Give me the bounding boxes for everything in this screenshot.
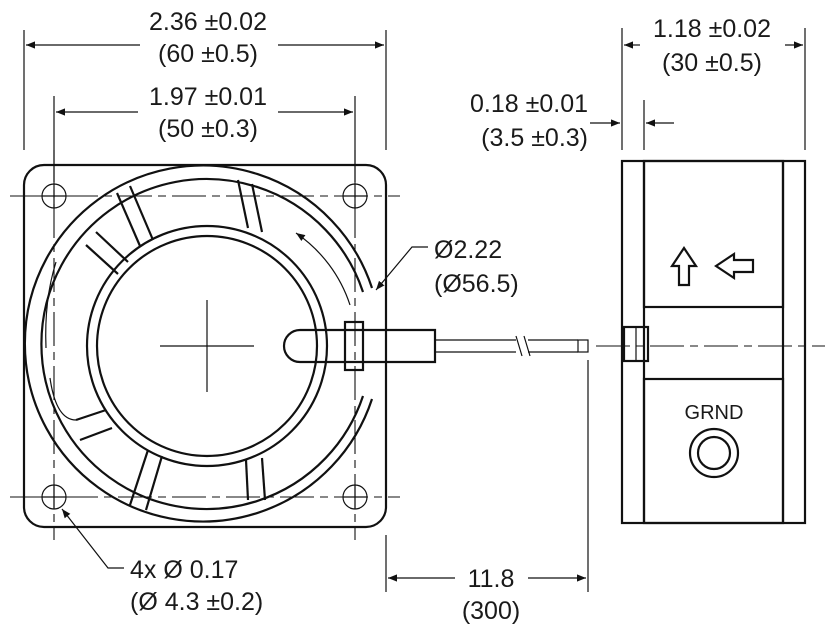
ground-label: GRND bbox=[685, 402, 744, 424]
lead-wire bbox=[282, 320, 589, 372]
diameter-in: Ø2.22 bbox=[434, 236, 502, 264]
hole-size-mm: (Ø 4.3 ±0.2) bbox=[130, 588, 263, 616]
front-view bbox=[10, 150, 589, 540]
rotation-arrow-left-icon bbox=[714, 251, 755, 281]
lead-length-mm: (300) bbox=[462, 597, 520, 625]
hole-spacing-mm: (50 ±0.3) bbox=[158, 115, 258, 143]
rotation-direction-arrow-icon bbox=[295, 232, 351, 306]
diameter-mm: (Ø56.5) bbox=[434, 270, 519, 298]
flange-in: 0.18 ±0.01 bbox=[470, 90, 588, 118]
dimensions: 2.36 ±0.02 (60 ±0.5) 1.97 ±0.01 (50 ±0.3… bbox=[23, 8, 806, 625]
flange-mm: (3.5 ±0.3) bbox=[481, 124, 588, 152]
airflow-arrow-up-icon bbox=[669, 246, 699, 287]
depth-mm: (30 ±0.5) bbox=[662, 49, 762, 77]
overall-width-in: 2.36 ±0.02 bbox=[149, 8, 267, 36]
hub bbox=[85, 224, 329, 468]
overall-width-mm: (60 ±0.5) bbox=[158, 40, 258, 68]
hole-size-in: 4x Ø 0.17 bbox=[130, 556, 238, 584]
side-view: GRND bbox=[596, 159, 825, 525]
depth-in: 1.18 ±0.02 bbox=[653, 15, 771, 43]
hole-spacing-in: 1.97 ±0.01 bbox=[149, 83, 267, 111]
lead-length-in: 11.8 bbox=[468, 565, 515, 593]
outer-ring bbox=[23, 164, 374, 523]
ground-terminal bbox=[688, 427, 740, 479]
